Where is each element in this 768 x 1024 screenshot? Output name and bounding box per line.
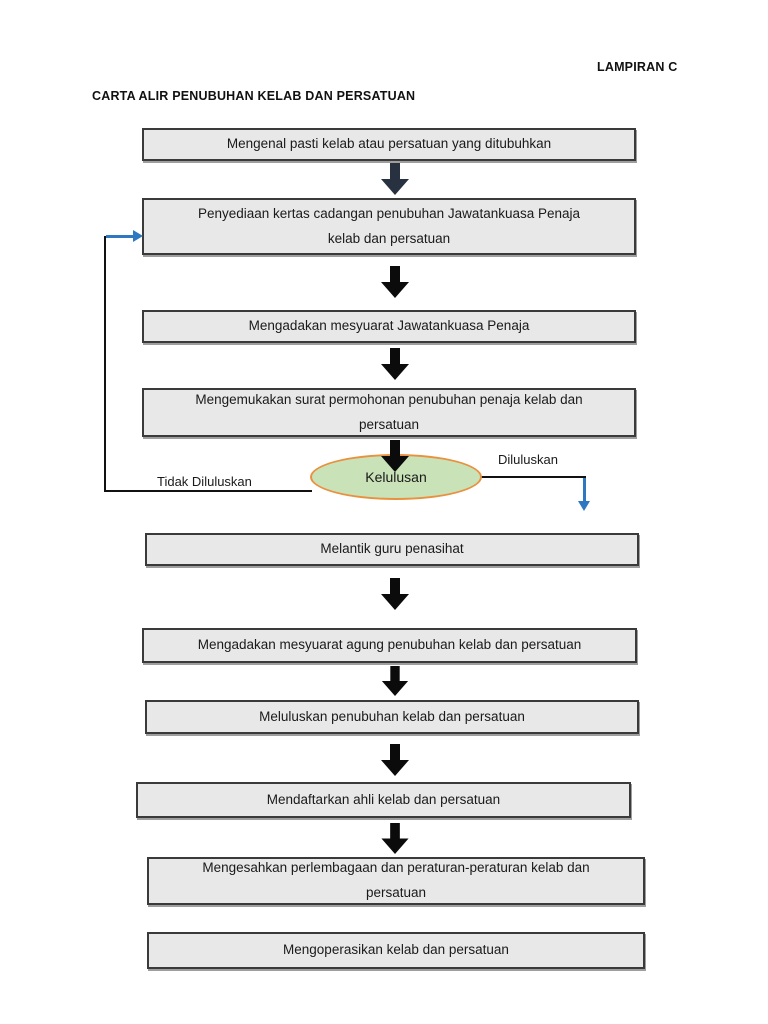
rejected-branch-arrowhead-icon [133, 230, 143, 242]
flow-step-3-label: Mengadakan mesyuarat Jawatankuasa Penaja [248, 318, 530, 334]
flow-step-4-label: Mengemukakan surat permohonan penubuhan … [195, 391, 583, 407]
flow-step-1: Mengenal pasti kelab atau persatuan yang… [142, 128, 636, 161]
flow-step-8: Mendaftarkan ahli kelab dan persatuan [136, 782, 631, 818]
flow-step-8-label: Mendaftarkan ahli kelab dan persatuan [266, 791, 501, 807]
approved-branch-line [481, 476, 586, 478]
flow-arrow-down-icon [381, 578, 409, 610]
flow-step-2: Penyediaan kertas cadangan penubuhan Jaw… [142, 198, 636, 255]
flow-arrow-down-icon [381, 163, 409, 195]
branch-label-rejected: Tidak Diluluskan [157, 474, 252, 489]
flow-arrow-down-icon [381, 823, 409, 854]
corner-label: LAMPIRAN C [597, 60, 678, 74]
flow-step-3: Mengadakan mesyuarat Jawatankuasa Penaja [142, 310, 636, 343]
flow-arrow-down-icon [381, 266, 409, 298]
flow-step-5: Melantik guru penasihat [145, 533, 639, 566]
flow-step-5-label: Melantik guru penasihat [320, 541, 464, 557]
flow-step-4: Mengemukakan surat permohonan penubuhan … [142, 388, 636, 437]
approved-branch-arrow-icon [583, 478, 586, 502]
rejected-branch-return-line [104, 236, 106, 492]
rejected-branch-line [104, 490, 312, 492]
branch-label-approved: Diluluskan [498, 452, 558, 467]
rejected-branch-arrow-icon [106, 235, 134, 238]
page-title: CARTA ALIR PENUBUHAN KELAB DAN PERSATUAN [92, 89, 416, 103]
flow-step-6-label: Mengadakan mesyuarat agung penubuhan kel… [197, 637, 582, 653]
flow-step-7-label: Meluluskan penubuhan kelab dan persatuan [259, 708, 525, 724]
flow-step-2-label: Penyediaan kertas cadangan penubuhan Jaw… [197, 205, 581, 221]
flow-step-2-label: kelab dan persatuan [327, 230, 451, 246]
flow-step-9-label: persatuan [365, 885, 427, 900]
flow-step-4-label: persatuan [358, 416, 420, 432]
flow-step-6: Mengadakan mesyuarat agung penubuhan kel… [142, 628, 637, 663]
flow-arrow-down-icon [381, 348, 409, 380]
approved-branch-arrowhead-icon [578, 501, 590, 511]
decision-label: Kelulusan [365, 469, 427, 485]
flow-step-10-label: Mengoperasikan kelab dan persatuan [283, 942, 509, 958]
flow-step-7: Meluluskan penubuhan kelab dan persatuan [145, 700, 639, 734]
flow-step-10: Mengoperasikan kelab dan persatuan [147, 932, 645, 969]
flow-step-9: Mengesahkan perlembagaan dan peraturan-p… [147, 857, 645, 905]
flow-arrow-down-icon [381, 666, 409, 696]
flow-arrow-down-icon [381, 744, 409, 776]
flow-arrow-down-icon [381, 440, 409, 472]
flow-step-9-label: Mengesahkan perlembagaan dan peraturan-p… [202, 860, 590, 876]
flow-step-1-label: Mengenal pasti kelab atau persatuan yang… [226, 136, 552, 152]
